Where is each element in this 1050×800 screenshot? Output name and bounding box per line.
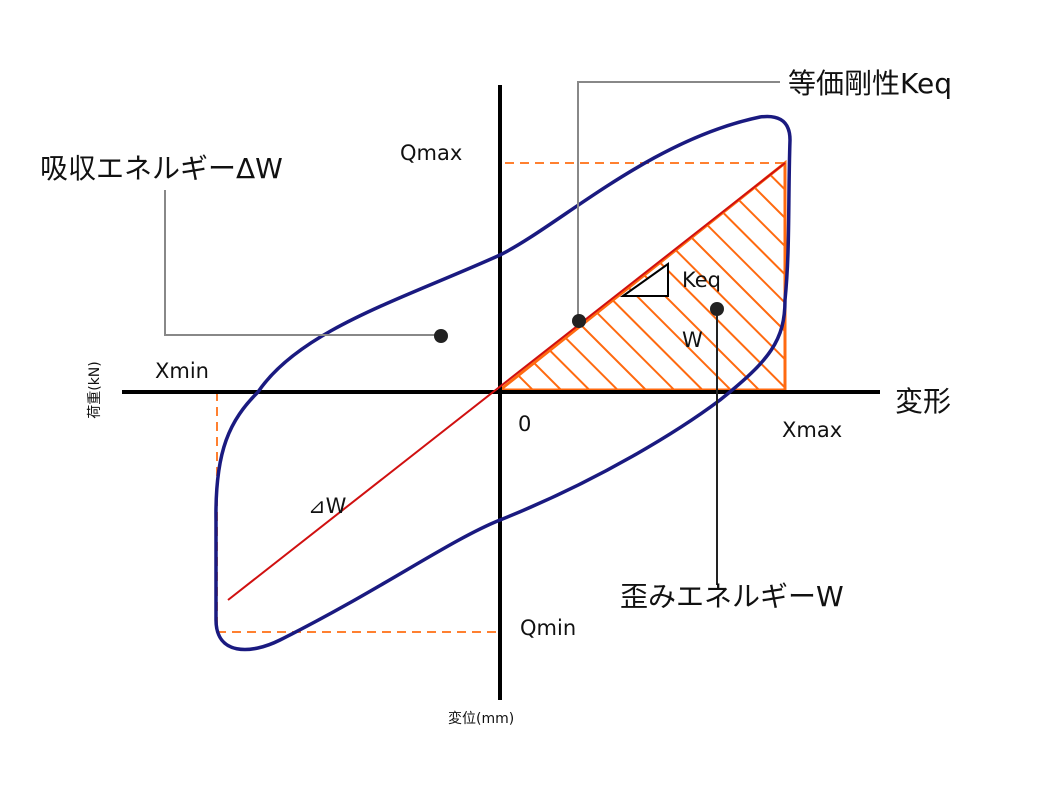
dw-callout-line <box>164 190 440 336</box>
dw-callout-label: 吸収エネルギーΔW <box>40 152 283 185</box>
x-axis-word: 変形 <box>895 385 952 418</box>
callout-lines <box>164 81 780 585</box>
dw-label: ⊿W <box>308 494 347 518</box>
origin-label: 0 <box>518 412 532 436</box>
keq-callout-label: 等価剛性Keq <box>788 67 952 100</box>
dw-callout-dot <box>434 329 448 343</box>
w-callout-dot <box>710 302 724 316</box>
qmax-label: Qmax <box>400 141 463 165</box>
keq-callout-line <box>577 81 780 320</box>
slope-triangle-icon <box>619 262 669 297</box>
secant-stiffness-line <box>227 162 786 601</box>
keq-callout-dot <box>572 314 586 328</box>
keq-label: Keq <box>682 268 721 292</box>
w-callout-label: 歪みエネルギーW <box>620 580 844 613</box>
xmax-label: Xmax <box>782 418 843 442</box>
xmin-label: Xmin <box>155 359 209 383</box>
qmin-label: Qmin <box>520 616 577 640</box>
hysteresis-loop <box>214 114 792 652</box>
w-label: W <box>682 328 703 352</box>
x-axis-label: 変位(mm) <box>448 711 515 727</box>
y-axis-label: 荷重(kN) <box>87 361 103 419</box>
